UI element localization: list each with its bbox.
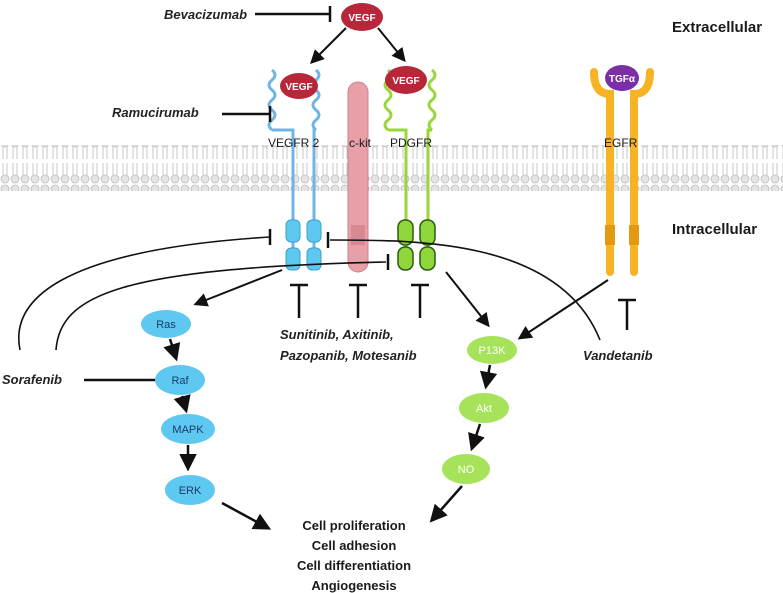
cell-membrane <box>0 145 783 191</box>
node-akt: Akt <box>459 393 509 423</box>
node-no: NO <box>442 454 490 484</box>
node-raf: Raf <box>155 365 205 395</box>
vandetanib-label: Vandetanib <box>583 348 653 363</box>
outcome-angiogenesis: Angiogenesis <box>311 578 396 593</box>
outcome-differentiation: Cell differentiation <box>297 558 411 573</box>
egfr-receptor: TGFα <box>590 65 654 276</box>
pdgfr-receptor: VEGF <box>383 66 437 271</box>
sorafenib-label: Sorafenib <box>2 372 62 387</box>
vegf-to-vegfr2-arrow <box>310 27 347 64</box>
p13k-to-akt-arrow <box>480 364 498 390</box>
cellular-outcomes: Cell proliferation Cell adhesion Cell di… <box>297 518 411 593</box>
ramucirumab-label: Ramucirumab <box>112 105 199 120</box>
vandetanib-curve <box>329 239 601 341</box>
vegfr2-receptor: VEGF <box>267 68 322 271</box>
outcome-adhesion: Cell adhesion <box>312 538 397 553</box>
outcome-proliferation: Cell proliferation <box>302 518 405 533</box>
intracellular-label: Intracellular <box>672 221 757 238</box>
node-mapk: MAPK <box>161 414 215 444</box>
sorafenib-curve-lower <box>55 261 387 351</box>
vegfr2-label: VEGFR 2 <box>268 136 320 150</box>
egfr-label: EGFR <box>604 136 638 150</box>
vegf-to-pdgfr-arrow <box>377 27 406 63</box>
ramucirumab-inhibition <box>222 106 272 122</box>
node-erk: ERK <box>165 475 215 505</box>
mapk-label: MAPK <box>172 424 204 436</box>
bevacizumab-label: Bevacizumab <box>164 7 247 22</box>
bevacizumab-inhibition <box>255 6 332 22</box>
ras-label: Ras <box>156 319 176 331</box>
pdgfr-label: PDGFR <box>390 136 432 150</box>
tki-line2: Pazopanib, Motesanib <box>280 348 417 363</box>
tki-inhibit-ckit <box>349 283 367 318</box>
ckit-receptor <box>347 81 369 273</box>
tki-line1: Sunitinib, Axitinib, <box>280 327 394 342</box>
ckit-label: c-kit <box>349 136 372 150</box>
sorafenib-inhibit-raf <box>84 372 162 388</box>
tki-inhibit-pdgfr <box>411 283 429 318</box>
no-to-outcomes-arrow <box>429 485 463 523</box>
vegf-top-label: VEGF <box>348 13 375 24</box>
egfr-to-p13k-arrow <box>517 279 609 340</box>
raf-label: Raf <box>171 375 189 387</box>
node-p13k: P13K <box>467 336 517 364</box>
akt-to-no-arrow <box>468 423 485 452</box>
extracellular-label: Extracellular <box>672 19 762 36</box>
p13k-label: P13K <box>479 345 507 357</box>
tki-inhibit-vegfr2 <box>290 283 308 318</box>
node-ras: Ras <box>141 310 191 338</box>
vegf-on-pdgfr-label: VEGF <box>392 76 419 87</box>
sorafenib-curve-upper <box>18 236 271 351</box>
akt-label: Akt <box>476 403 492 415</box>
vandetanib-inhibit-egfr <box>618 298 636 330</box>
tgfa-label: TGFα <box>609 74 636 85</box>
vegf-on-vegfr2-label: VEGF <box>285 82 312 93</box>
ras-to-raf-arrow <box>163 338 181 362</box>
erk-label: ERK <box>179 485 202 497</box>
no-label: NO <box>458 464 475 476</box>
vegfr2-to-ras-arrow <box>193 269 283 307</box>
raf-to-mapk-arrow <box>173 394 191 414</box>
vegf-ligand-top: VEGF <box>341 3 383 31</box>
erk-to-outcomes-arrow <box>221 501 272 530</box>
pdgfr-to-p13k-arrow <box>445 271 490 328</box>
